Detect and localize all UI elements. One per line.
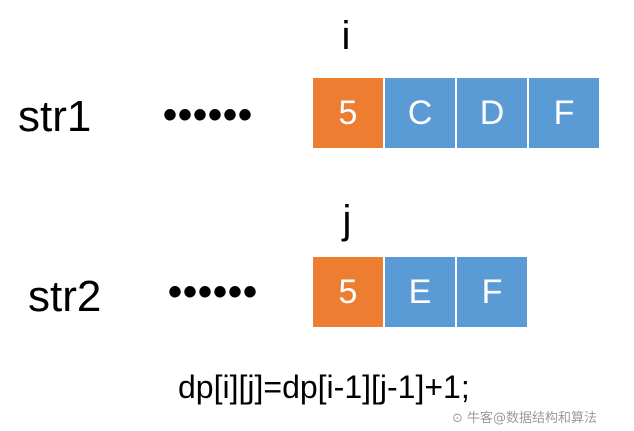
str1-cells: 5 C D F [312, 77, 600, 149]
str1-cell-1: C [384, 77, 456, 149]
ellipsis-str1: •••••• [163, 93, 254, 137]
pointer-j-label: j [342, 198, 352, 242]
pointer-i-label: i [341, 14, 351, 58]
watermark-logo-icon: ⊙ [452, 411, 463, 426]
watermark-text: 牛客@数据结构和算法 [467, 411, 598, 426]
str1-cell-3: F [528, 77, 600, 149]
str2-cell-1: E [384, 256, 456, 328]
str1-cell-2: D [456, 77, 528, 149]
str2-cell-2: F [456, 256, 528, 328]
ellipsis-str2: •••••• [168, 270, 259, 314]
dp-formula: dp[i][j]=dp[i-1][j-1]+1; [178, 369, 470, 405]
row-label-str2: str2 [28, 272, 102, 321]
str1-cell-0: 5 [312, 77, 384, 149]
watermark: ⊙ 牛客@数据结构和算法 [452, 407, 597, 426]
row-label-str1: str1 [18, 92, 92, 141]
str2-cells: 5 E F [312, 256, 528, 328]
str2-cell-0: 5 [312, 256, 384, 328]
